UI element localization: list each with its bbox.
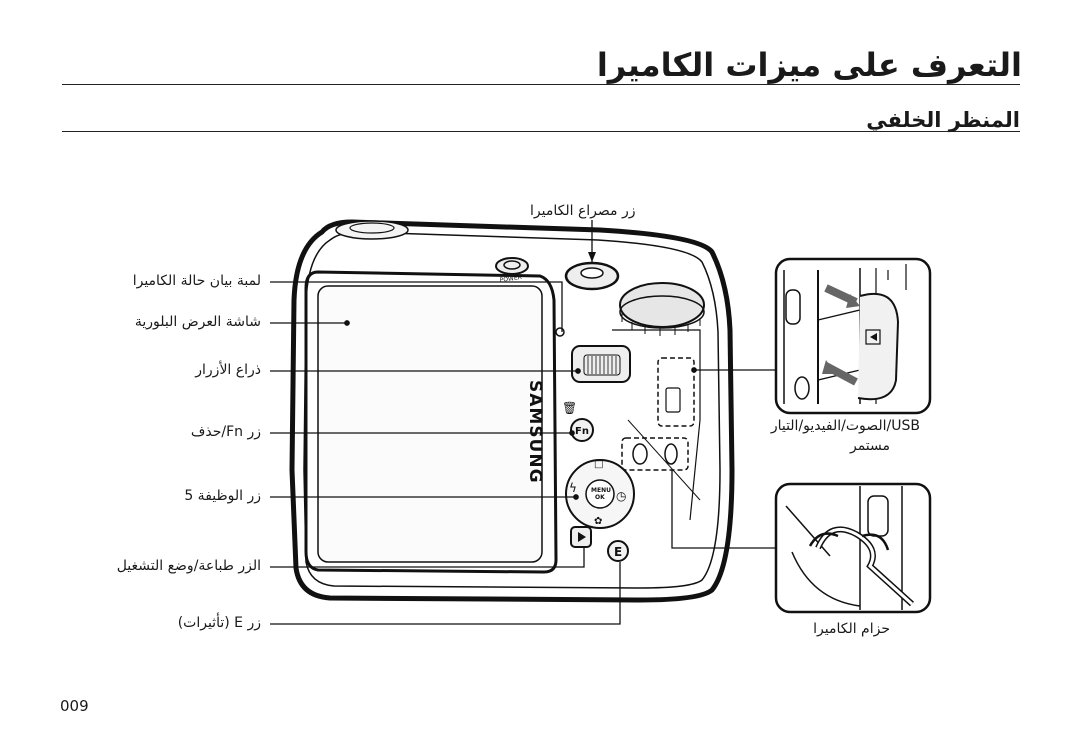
menu-label: MENU <box>591 487 611 494</box>
fn-button-label: Fn <box>575 426 589 437</box>
label-lcd: شاشة العرض البلورية <box>134 314 261 330</box>
e-button-label: E <box>614 545 622 559</box>
section-rule <box>62 131 1020 132</box>
title-rule <box>62 84 1020 85</box>
page-number: 009 <box>60 697 89 715</box>
label-e-button: زر E (تأثيرات) <box>177 615 261 631</box>
close-arrow-icon <box>822 360 836 374</box>
shutter-arrow <box>588 252 596 262</box>
label-status-lamp: لمبة بيان حالة الكاميرا <box>132 273 261 289</box>
camera-body <box>289 219 735 603</box>
timer-icon: ◷ <box>616 489 627 503</box>
inset-strap <box>774 482 932 614</box>
macro-icon: ✿ <box>594 516 602 527</box>
label-shutter: زر مصراع الكاميرا <box>530 203 636 219</box>
delete-icon: 🗑 <box>562 401 577 415</box>
flash-icon: ϟ <box>569 481 577 495</box>
page-title: التعرف على ميزات الكاميرا <box>596 46 1022 84</box>
label-usb-line2: مستمر <box>849 438 890 454</box>
brand-logo: SAMSUNG <box>525 380 545 484</box>
label-fn: زر Fn/حذف <box>190 424 261 440</box>
leader-lines <box>270 220 776 625</box>
label-five-function: زر الوظيفة 5 <box>184 488 261 504</box>
open-arrow-icon <box>846 294 860 308</box>
label-zoom: ذراع الأزرار <box>195 362 261 378</box>
ok-label: OK <box>595 494 605 501</box>
label-usb-line1: USB/الصوت/الفيديو/التيار <box>770 418 920 434</box>
label-play: الزر طباعة/وضع التشغيل <box>116 558 261 574</box>
display-icon: □ <box>594 459 603 470</box>
section-title: المنظر الخلفي <box>866 108 1020 132</box>
inset-usb-port <box>774 257 932 415</box>
label-strap: حزام الكاميرا <box>813 621 890 637</box>
power-label: POWER <box>499 274 522 284</box>
